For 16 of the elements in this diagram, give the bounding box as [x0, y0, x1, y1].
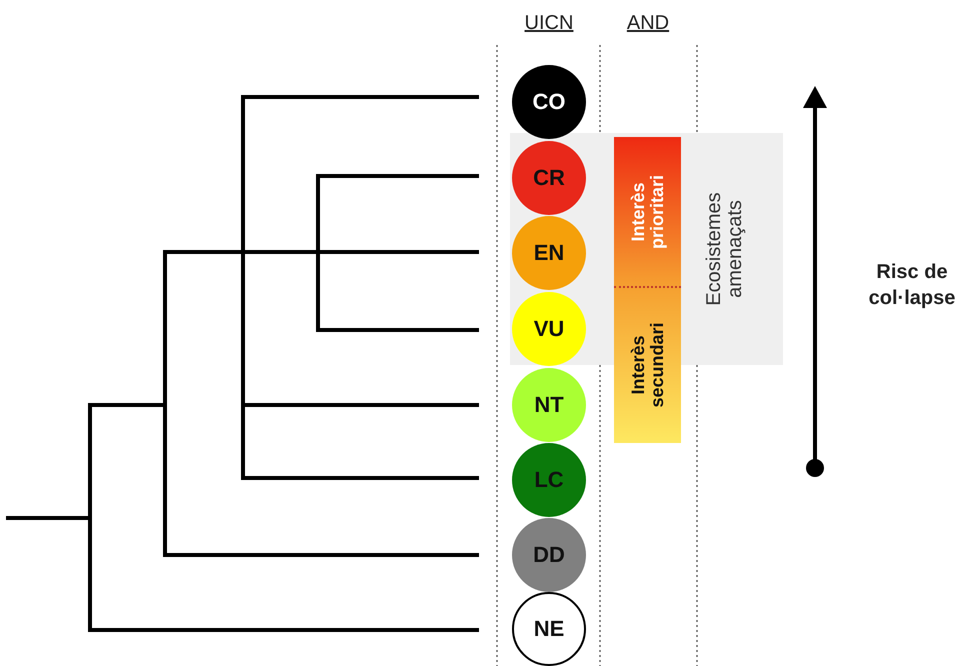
status-code: CO [532, 89, 566, 115]
axis-label: Risc de col·lapse [868, 260, 956, 311]
status-code: NT [534, 392, 564, 418]
bar-label: Interès prioritari [628, 174, 666, 252]
status-code: EN [534, 240, 564, 266]
band-label: Ecosistemes amenaçats [704, 191, 746, 308]
column-header: AND [626, 11, 670, 36]
status-code: VU [534, 316, 564, 342]
status-code: CR [533, 165, 565, 191]
status-code: LC [534, 467, 564, 493]
priority-bar [614, 137, 681, 287]
status-code: DD [533, 542, 565, 568]
priority-bar [614, 287, 681, 443]
column-header: UICN [524, 11, 574, 36]
status-code: NE [534, 616, 564, 642]
bar-label: Interès secundari [628, 321, 666, 410]
